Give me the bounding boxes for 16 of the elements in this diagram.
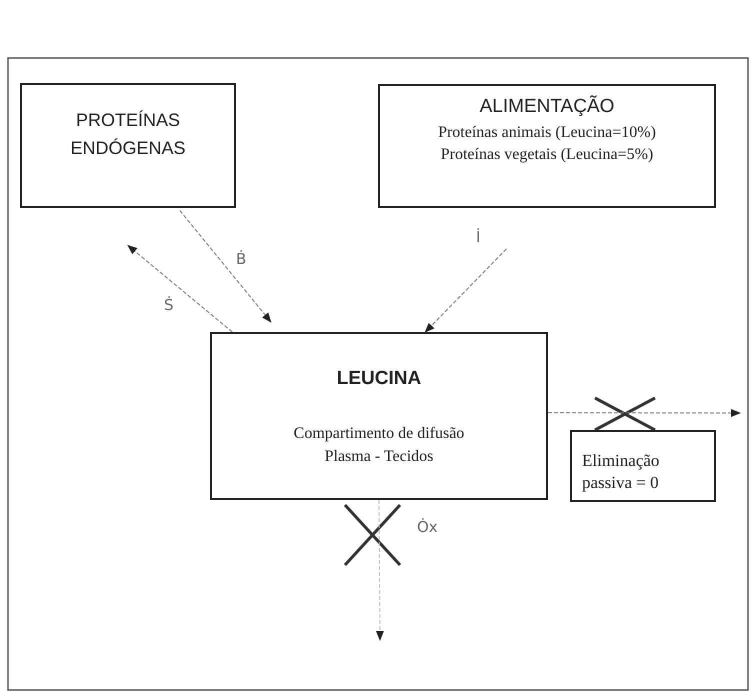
arrow — [548, 408, 741, 417]
box-text: Proteínas vegetais (Leucina=5%) — [440, 144, 654, 165]
box-heading: ALIMENTAÇÃO — [478, 94, 616, 118]
box-text: Eliminação passiva = 0 — [581, 450, 660, 494]
process-box — [210, 332, 548, 500]
arrow — [376, 500, 384, 641]
arrow — [127, 244, 233, 332]
box-text: Proteínas animais (Leucina=10%) — [437, 123, 657, 143]
box-text: Compartimento de difusão Plasma - Tecidos — [292, 424, 466, 468]
box-heading: LEUCINA — [336, 367, 422, 390]
process-box — [570, 430, 716, 502]
arrow — [424, 248, 507, 333]
arrow — [179, 210, 272, 323]
process-box — [378, 84, 716, 208]
process-box — [20, 83, 236, 208]
box-heading: PROTEÍNAS ENDÓGENAS — [69, 109, 187, 160]
